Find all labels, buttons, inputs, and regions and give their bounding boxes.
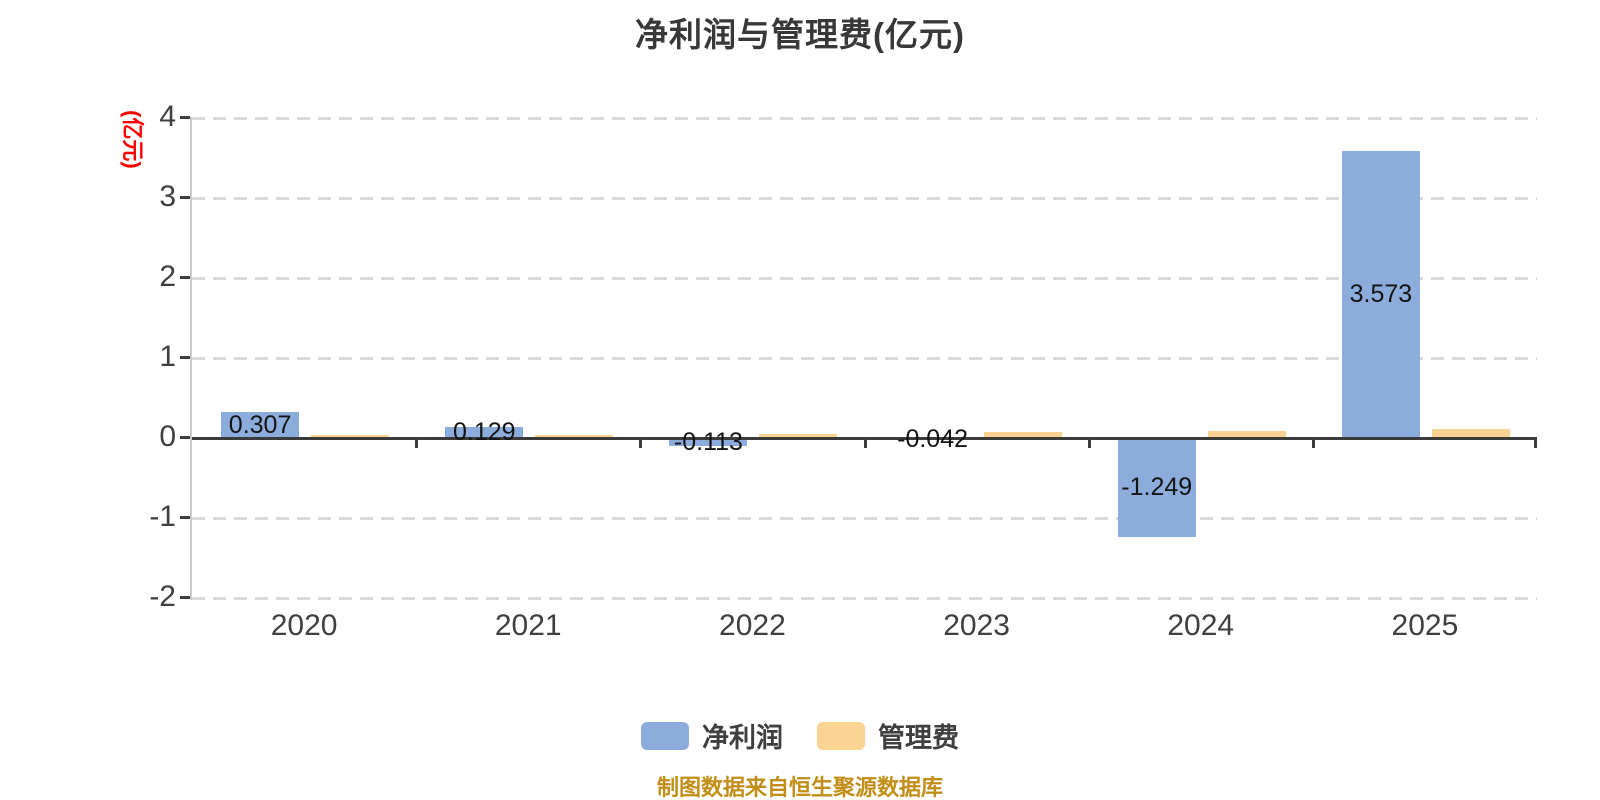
x-category-label: 2021 — [494, 609, 562, 642]
y-tick-label: 3 — [159, 180, 176, 213]
bar-net-profit — [669, 437, 748, 447]
y-tick-mark — [180, 516, 190, 519]
y-gridline — [192, 277, 1537, 280]
y-gridline — [192, 357, 1537, 360]
bar-management-fee — [759, 433, 838, 437]
chart-title: 净利润与管理费(亿元) — [635, 16, 965, 53]
plot-area: 0.307 2020 0.129 2021 -0.113 2022 -0.042 2023 -1… — [180, 116, 1537, 642]
bar-net-profit — [445, 426, 524, 437]
y-tick-label: 1 — [159, 340, 176, 373]
x-tick-mark — [1311, 437, 1315, 448]
bar-net-profit — [221, 412, 300, 437]
x-tick-mark — [1534, 437, 1537, 448]
y-tick-mark — [180, 436, 190, 439]
x-category-label: 2023 — [943, 609, 1010, 642]
bar-value-label: 3.573 — [1349, 280, 1413, 309]
bar-net-profit — [1117, 437, 1196, 537]
bar-management-fee — [535, 434, 614, 437]
y-tick-label: 0 — [159, 420, 176, 453]
legend-swatch-net-profit — [641, 721, 689, 750]
bar-value-label: 0.307 — [228, 410, 292, 439]
legend-item-management-fee: 管理费 — [817, 716, 959, 755]
x-tick-mark — [639, 437, 643, 448]
y-gridline — [192, 517, 1537, 520]
y-axis-line — [190, 117, 192, 600]
x-tick-mark — [415, 437, 419, 448]
y-tick-label: -1 — [149, 500, 176, 533]
bar-management-fee — [983, 432, 1062, 437]
y-gridline — [192, 597, 1537, 600]
legend-label-management-fee: 管理费 — [878, 723, 959, 753]
x-tick-mark — [1087, 437, 1091, 448]
x-tick-mark — [863, 437, 867, 448]
y-tick-label: 2 — [159, 260, 176, 293]
bar-value-label: -0.113 — [673, 427, 743, 456]
x-category-label: 2020 — [270, 609, 338, 642]
legend: 净利润 管理费 — [0, 716, 1600, 755]
y-tick-mark — [180, 356, 190, 359]
legend-item-net-profit: 净利润 — [641, 716, 783, 755]
y-tick-mark — [180, 116, 190, 119]
y-tick-mark — [180, 276, 190, 279]
bar-management-fee — [1207, 430, 1286, 437]
y-tick-mark — [180, 596, 190, 599]
bar-value-label: -0.042 — [897, 424, 969, 453]
x-category-label: 2025 — [1391, 609, 1459, 642]
bar-value-label: 0.129 — [452, 417, 516, 446]
y-tick-label: -2 — [149, 580, 176, 613]
bar-net-profit — [1341, 151, 1420, 437]
source-note: 制图数据来自恒生聚源数据库 — [656, 775, 943, 800]
x-category-label: 2022 — [719, 609, 786, 642]
bar-management-fee — [311, 435, 390, 437]
legend-swatch-management-fee — [817, 721, 865, 750]
bar-value-label: -1.249 — [1121, 472, 1193, 501]
bar-management-fee — [1431, 429, 1510, 437]
y-tick-label: 4 — [159, 100, 176, 133]
y-tick-mark — [180, 196, 190, 199]
y-gridline — [192, 197, 1537, 200]
x-category-label: 2024 — [1167, 609, 1235, 642]
legend-label-net-profit: 净利润 — [702, 723, 783, 753]
y-gridline — [192, 117, 1537, 120]
